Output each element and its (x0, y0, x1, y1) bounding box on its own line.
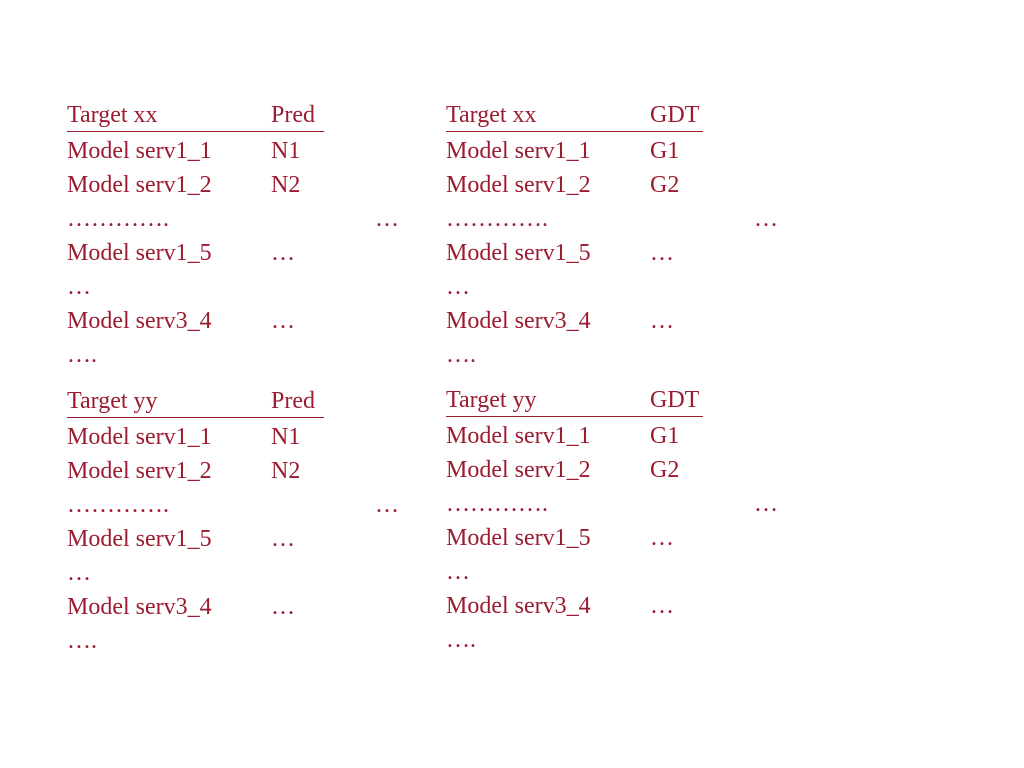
row-value: … (271, 308, 295, 334)
row-value: G1 (650, 138, 680, 164)
row-label: …………. (446, 491, 548, 517)
table-row: Model serv3_4 … (67, 590, 407, 624)
row-label: Model serv1_1 (67, 138, 212, 164)
row-label: Model serv3_4 (446, 593, 591, 619)
table-header: Target xx GDT (446, 99, 703, 132)
table-row: …………. … (446, 487, 786, 521)
header-target-label: Target yy (446, 387, 537, 413)
table-row: …. (446, 338, 786, 372)
row-label: Model serv3_4 (67, 308, 212, 334)
table-header: Target xx Pred (67, 99, 324, 132)
table-row: Model serv3_4 … (446, 589, 786, 623)
row-value: … (650, 593, 674, 619)
row-value: G1 (650, 423, 680, 449)
header-column-label: GDT (650, 387, 700, 413)
row-label: Model serv1_1 (446, 138, 591, 164)
row-label: … (446, 559, 470, 585)
row-value: G2 (650, 457, 680, 483)
row-label: Model serv1_2 (446, 172, 591, 198)
row-label: …………. (67, 492, 169, 518)
row-label: Model serv1_2 (67, 458, 212, 484)
row-value: … (271, 526, 295, 552)
table-target-yy-gdt: Target yy GDT Model serv1_1 G1 Model serv… (446, 384, 786, 657)
table-row: Model serv1_1 N1 (67, 134, 407, 168)
table-target-yy-pred: Target yy Pred Model serv1_1 N1 Model ser… (67, 385, 407, 658)
table-row: Model serv3_4 … (67, 304, 407, 338)
header-target-label: Target xx (446, 102, 537, 128)
table-row: Model serv1_2 G2 (446, 453, 786, 487)
table-row: … (67, 556, 407, 590)
row-value: N1 (271, 424, 301, 450)
row-value: N2 (271, 458, 301, 484)
table-header: Target yy GDT (446, 384, 703, 417)
row-label: Model serv1_5 (446, 240, 591, 266)
table-row: …………. … (446, 202, 786, 236)
row-label: Model serv1_2 (446, 457, 591, 483)
table-row: Model serv3_4 … (446, 304, 786, 338)
row-label: …………. (446, 206, 548, 232)
table-row: Model serv1_2 N2 (67, 168, 407, 202)
row-label: Model serv1_5 (67, 526, 212, 552)
table-header: Target yy Pred (67, 385, 324, 418)
table-row: Model serv1_1 N1 (67, 420, 407, 454)
table-row: Model serv1_5 … (446, 236, 786, 270)
row-value: … (271, 594, 295, 620)
row-label: …. (446, 627, 476, 653)
table-row: … (67, 270, 407, 304)
table-row: … (446, 270, 786, 304)
table-row: …. (446, 623, 786, 657)
row-label: …. (67, 342, 97, 368)
header-column-label: Pred (271, 388, 315, 414)
table-row: Model serv1_1 G1 (446, 134, 786, 168)
row-value: … (650, 240, 674, 266)
row-label: … (67, 560, 91, 586)
row-extra: … (375, 492, 399, 518)
table-row: Model serv1_1 G1 (446, 419, 786, 453)
table-target-xx-gdt: Target xx GDT Model serv1_1 G1 Model serv… (446, 99, 786, 372)
row-extra: … (754, 206, 778, 232)
table-target-xx-pred: Target xx Pred Model serv1_1 N1 Model ser… (67, 99, 407, 372)
row-value: N1 (271, 138, 301, 164)
row-extra: … (375, 206, 399, 232)
row-value: … (271, 240, 295, 266)
row-label: … (67, 274, 91, 300)
header-target-label: Target yy (67, 388, 158, 414)
table-row: Model serv1_5 … (67, 522, 407, 556)
table-row: …………. … (67, 488, 407, 522)
header-column-label: Pred (271, 102, 315, 128)
row-label: …. (67, 628, 97, 654)
row-label: Model serv3_4 (67, 594, 212, 620)
table-row: Model serv1_2 N2 (67, 454, 407, 488)
row-label: …………. (67, 206, 169, 232)
row-label: … (446, 274, 470, 300)
table-row: …………. … (67, 202, 407, 236)
table-row: …. (67, 624, 407, 658)
table-row: Model serv1_2 G2 (446, 168, 786, 202)
row-label: Model serv3_4 (446, 308, 591, 334)
row-label: Model serv1_5 (446, 525, 591, 551)
row-label: Model serv1_1 (446, 423, 591, 449)
header-column-label: GDT (650, 102, 700, 128)
row-label: Model serv1_5 (67, 240, 212, 266)
row-value: … (650, 525, 674, 551)
row-value: N2 (271, 172, 301, 198)
row-label: Model serv1_1 (67, 424, 212, 450)
table-row: …. (67, 338, 407, 372)
row-label: …. (446, 342, 476, 368)
row-value: G2 (650, 172, 680, 198)
row-extra: … (754, 491, 778, 517)
row-label: Model serv1_2 (67, 172, 212, 198)
header-target-label: Target xx (67, 102, 158, 128)
table-row: … (446, 555, 786, 589)
table-row: Model serv1_5 … (446, 521, 786, 555)
row-value: … (650, 308, 674, 334)
table-row: Model serv1_5 … (67, 236, 407, 270)
